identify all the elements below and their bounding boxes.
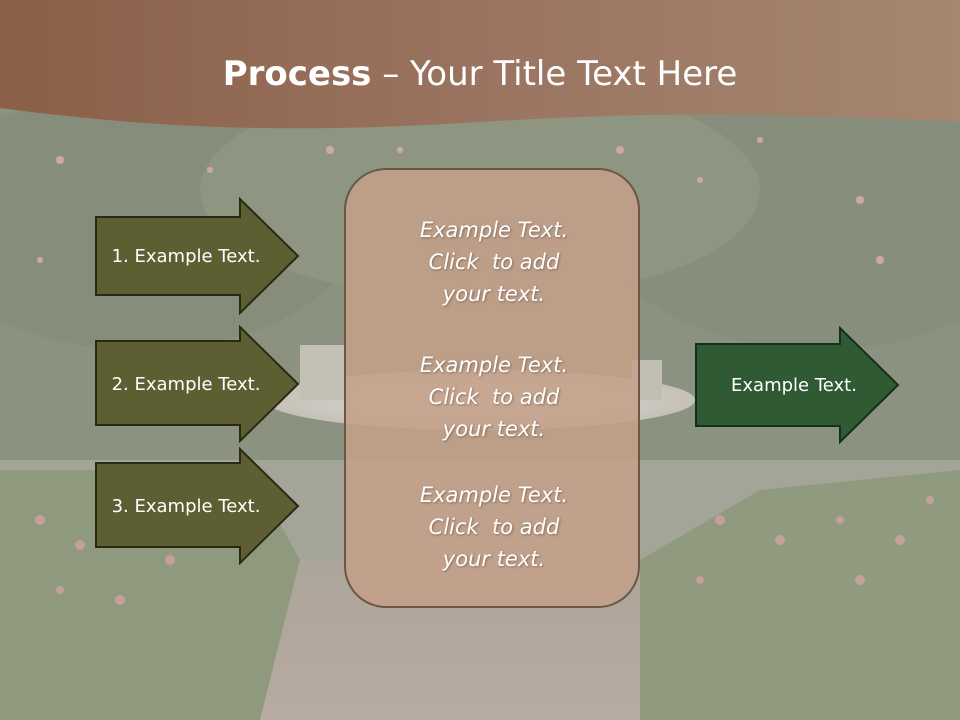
center-text-block-2[interactable]: Example Text. Click to add your text. <box>346 349 642 445</box>
center-text-block-2-line2: Click to add <box>428 385 560 409</box>
title-band <box>0 0 960 129</box>
right-arrow-shape-icon <box>95 197 300 315</box>
step-arrow-2[interactable]: 2. Example Text. <box>94 325 300 443</box>
step-arrow-1-label: 1. Example Text. <box>111 245 261 267</box>
page-title-rest: – Your Title Text Here <box>371 54 738 94</box>
step-arrow-3[interactable]: 3. Example Text. <box>94 447 300 565</box>
right-arrow-shape-icon <box>695 325 900 445</box>
right-arrow-shape-icon <box>95 325 300 443</box>
step-arrow-1[interactable]: 1. Example Text. <box>94 197 300 315</box>
center-text-block-3-line3: your text. <box>442 547 546 571</box>
center-text-block-3-line2: Click to add <box>428 515 560 539</box>
result-arrow[interactable]: Example Text. <box>694 325 900 445</box>
center-text-block-1[interactable]: Example Text. Click to add your text. <box>346 214 642 310</box>
center-text-block-2-line3: your text. <box>442 417 546 441</box>
page-title-bold: Process <box>222 54 372 94</box>
center-text-block-3[interactable]: Example Text. Click to add your text. <box>346 479 642 575</box>
result-arrow-label: Example Text. <box>731 374 857 396</box>
page-title: Process – Your Title Text Here <box>0 52 960 96</box>
center-text-block-2-line1: Example Text. <box>419 353 569 377</box>
center-text-block-1-line1: Example Text. <box>419 218 569 242</box>
center-text-box[interactable]: Example Text. Click to add your text. Ex… <box>344 168 640 608</box>
center-text-block-3-line1: Example Text. <box>419 483 569 507</box>
right-arrow-shape-icon <box>95 447 300 565</box>
step-arrow-2-label: 2. Example Text. <box>111 373 261 395</box>
center-text-block-1-line3: your text. <box>442 282 546 306</box>
step-arrow-3-label: 3. Example Text. <box>111 495 261 517</box>
center-text-block-1-line2: Click to add <box>428 250 560 274</box>
